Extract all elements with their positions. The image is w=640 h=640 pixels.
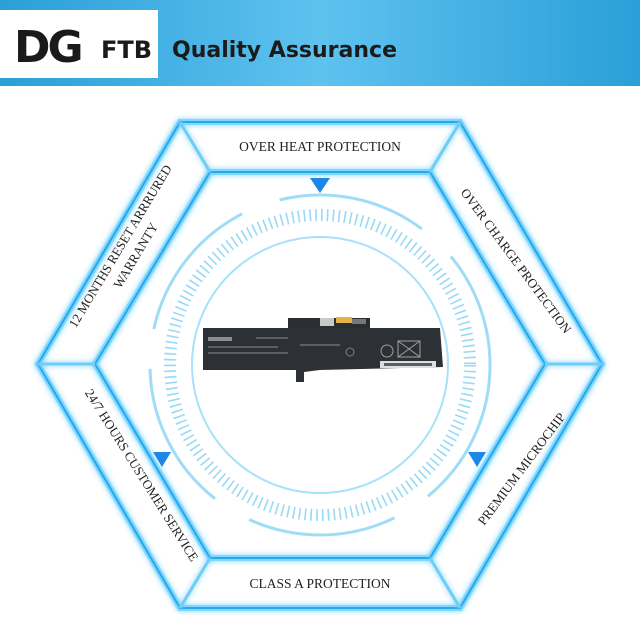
tick-ring [164,209,476,521]
triangle-down-icon [468,452,486,467]
triangle-down-icon [153,452,171,467]
feature-over-heat: OVER HEAT PROTECTION [239,139,401,154]
outer-ring [148,193,492,537]
logo-mark: DG [14,22,84,73]
logo: DG FTB [0,10,158,78]
logo-suffix: FTB [101,36,153,64]
page-title: Quality Assurance [172,38,398,63]
triangle-down-icon [310,178,330,193]
feature-class-a: CLASS A PROTECTION [249,576,390,591]
inner-ring [191,236,449,494]
